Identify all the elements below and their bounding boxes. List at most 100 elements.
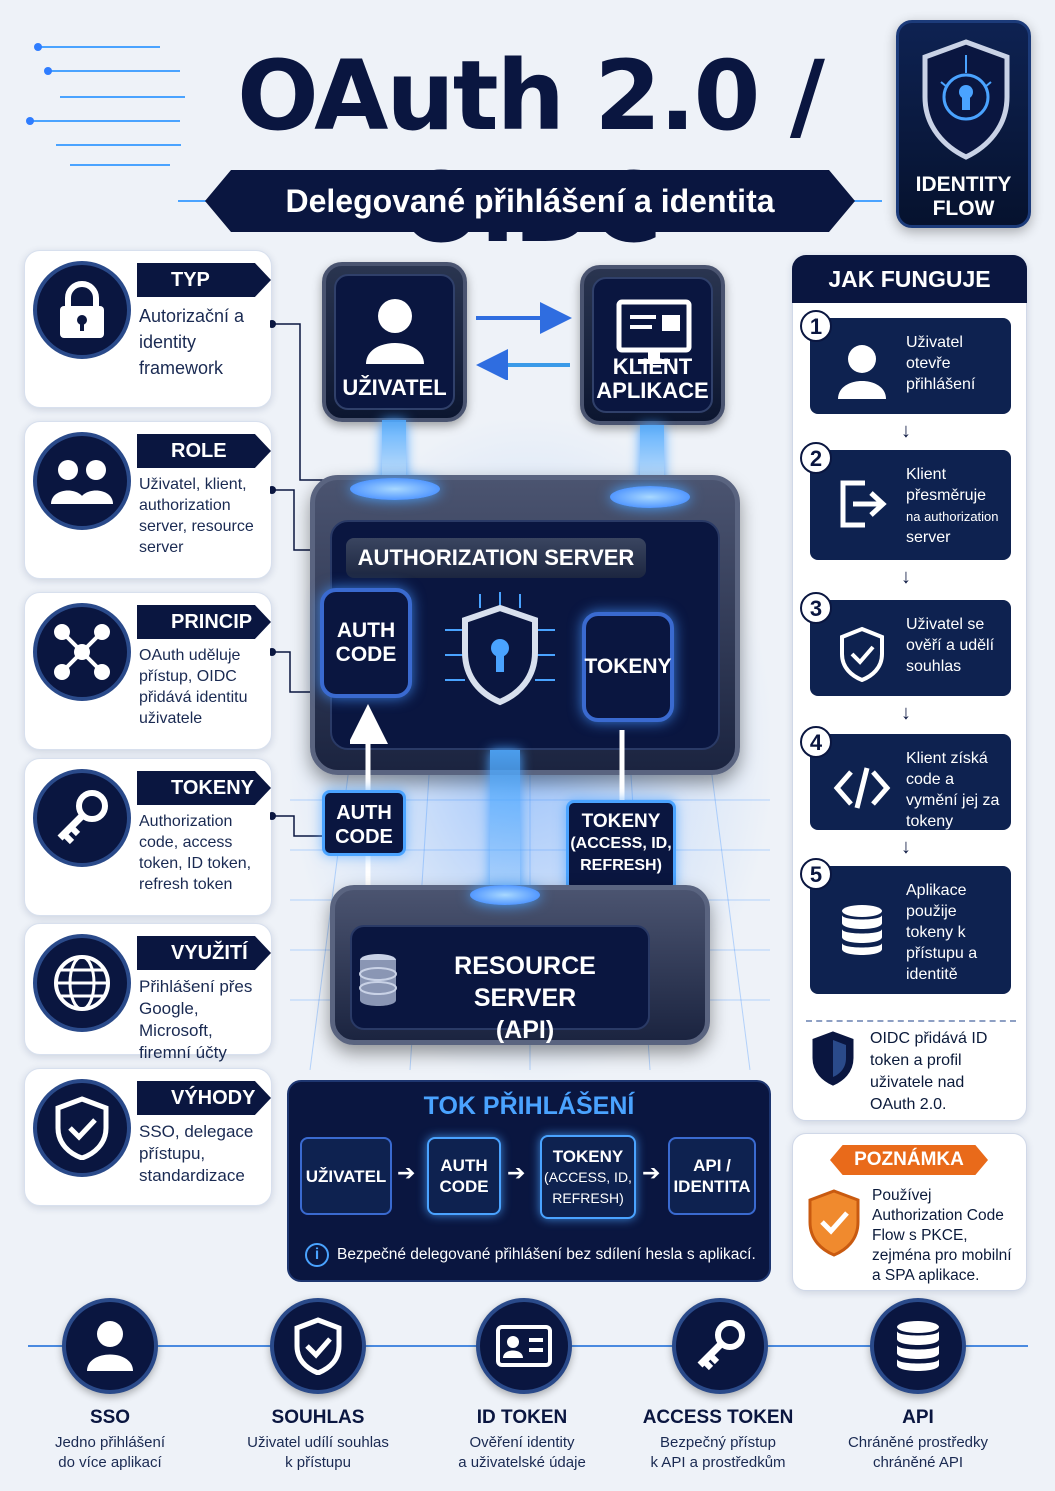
flow-arrow-icon: ➔ [397,1160,416,1185]
oidc-note-text: OIDC přidává ID token a profil uživatele… [870,1030,988,1113]
users-icon [33,432,131,530]
globe-icon [33,934,131,1032]
beam-center [490,750,520,890]
info-icon: i [305,1243,329,1267]
bottom-desc-line: Jedno přihlášení [54,1434,166,1451]
bottom-desc-line: Bezpečný přístup [660,1434,776,1451]
float-auth-line1: AUTH [336,802,392,824]
authorization-server-label: AUTHORIZATION SERVER [346,538,646,578]
client-tile: KLIENT APLIKACE [580,265,725,425]
user-tile: UŽIVATEL [322,262,467,422]
bottom-title-id-token: ID TOKEN [476,1407,568,1428]
step-5: 5 Aplikace použije tokeny k přístupu a i… [800,858,1011,994]
bottom-desc-line: a uživatelské údaje [458,1454,586,1471]
resource-server-label: RESOURCE SERVER (API) [410,950,640,1046]
database-icon [359,954,397,1006]
card-connectors [270,320,330,837]
step-2: 2 Klient přesměruje na authorization ser… [800,442,1011,560]
client-tile-label: KLIENT APLIKACE [584,355,721,403]
tokens-chip: TOKENY [582,612,674,722]
flow-step-api: API / IDENTITA [668,1137,756,1215]
chip-auth-line1: AUTH [336,619,396,642]
glow-port-left [350,478,440,500]
flow-info-text: Bezpečné delegované přihlášení bez sdíle… [337,1246,756,1264]
shield-keyhole-icon [922,39,1010,160]
lock-icon [33,261,131,359]
card-tag: VYUŽITÍ [137,936,271,970]
step-text: Uživatel otevře přihlášení [906,334,976,393]
bottom-desc-access-token: Bezpečný přístup k API a prostředkům [628,1433,808,1473]
badge-line-2: FLOW [932,197,995,220]
card-tag: PRINCIP [137,605,271,639]
step-arrow-icon: ↓ [901,566,911,588]
step-number: 1 [800,310,832,342]
auth-code-chip: AUTH CODE [320,588,412,698]
step-4: 4 Klient získá code a vymění jej za toke… [800,726,1011,830]
step-number: 4 [800,726,832,758]
bottom-title-sso: SSO [89,1407,131,1428]
ribbon-line-right [852,200,882,202]
flow-step-line: CODE [439,1177,489,1196]
bottom-desc-line: Ověření identity [469,1434,575,1451]
card-tag: VÝHODY [137,1081,271,1115]
card-tag: TYP [137,263,271,297]
bottom-title-api: API [902,1407,934,1428]
database-icon [870,1298,966,1394]
shield-check-icon [33,1079,131,1177]
id-card-icon [476,1298,572,1394]
database-icon [832,900,892,960]
shield-check-icon [270,1298,366,1394]
bottom-desc-line: do více aplikací [58,1454,162,1471]
resource-line2: (API) [495,1016,555,1044]
shield-keyhole-icon [425,585,575,725]
bottom-desc-line: k přístupu [285,1454,351,1471]
bottom-desc-id-token: Ověření identity a uživatelské údaje [432,1433,612,1473]
flow-step-line: TOKENY [552,1146,624,1166]
flow-step-line: UŽIVATEL [305,1166,387,1186]
chip-auth-line2: CODE [335,643,397,666]
bottom-desc-api: Chráněné prostředky chráněné API [828,1433,1008,1473]
identity-flow-badge: IDENTITY FLOW [896,20,1031,228]
flow-step-line: (ACCESS, ID, [544,1168,632,1185]
flow-step-line: REFRESH) [552,1189,624,1206]
flow-info: i Bezpečné delegované přihlášení bez sdíl… [305,1243,765,1267]
shield-check-icon [808,1189,860,1257]
oidc-note: OIDC přidává ID token a profil uživatele… [806,1020,1016,1115]
step-arrow-icon: ↓ [901,702,911,724]
card-desc: Autorizační a identity framework [139,306,245,378]
card-desc: SSO, delegace přístupu, standardizace [139,1122,254,1185]
bottom-desc-line: k API a prostředkům [650,1454,786,1471]
flow-step-line: AUTH [440,1156,488,1175]
chip-tokens-label: TOKENY [584,655,672,678]
card-vyhody: VÝHODY SSO, delegace přístupu, standardi… [24,1068,272,1206]
bottom-desc-souhlas: Uživatel udílí souhlas k přístupu [228,1433,408,1473]
badge-line-1: IDENTITY [915,173,1012,196]
float-tokens-line1: TOKENY [581,811,661,832]
float-auth-line2: CODE [335,826,393,848]
flow-title: TOK PŘIHLÁŠENÍ [423,1092,635,1120]
resource-line1: RESOURCE SERVER [454,952,596,1012]
step-3: 3 Uživatel se ověří a udělí souhlas [800,592,1011,696]
bottom-title-souhlas: SOUHLAS [271,1407,365,1428]
monitor-icon [616,299,692,364]
step-text-main: Klient přesměruje [906,466,987,504]
user-icon [366,299,424,364]
bottom-desc-line: chráněné API [872,1454,964,1471]
user-tile-label: UŽIVATEL [342,375,447,400]
flow-step-tokens: TOKENY (ACCESS, ID, REFRESH) [540,1135,636,1219]
card-typ: TYP Autorizační a identity framework [24,250,272,408]
card-desc: Přihlášení přes Google, Microsoft, firem… [139,977,253,1062]
subtitle-ribbon: Delegované přihlášení a identita [205,170,855,232]
flow-arrow-icon: ➔ [507,1160,526,1185]
tokens-float-label: TOKENY (ACCESS, ID, REFRESH) [566,800,676,892]
float-tokens-line3: REFRESH) [580,857,662,874]
beam-user [382,420,406,485]
card-desc: Uživatel, klient, authorization server, … [139,476,254,556]
step-text-small: na authorization [906,509,999,524]
step-text: Aplikace použije tokeny k přístupu a ide… [906,882,978,983]
step-arrow-icon: ↓ [901,420,911,442]
card-vyuziti: VYUŽITÍ Přihlášení přes Google, Microsof… [24,923,272,1062]
step-number: 2 [800,442,832,474]
bottom-desc-line: Uživatel udílí souhlas [247,1434,389,1451]
glow-port-right [610,486,690,508]
